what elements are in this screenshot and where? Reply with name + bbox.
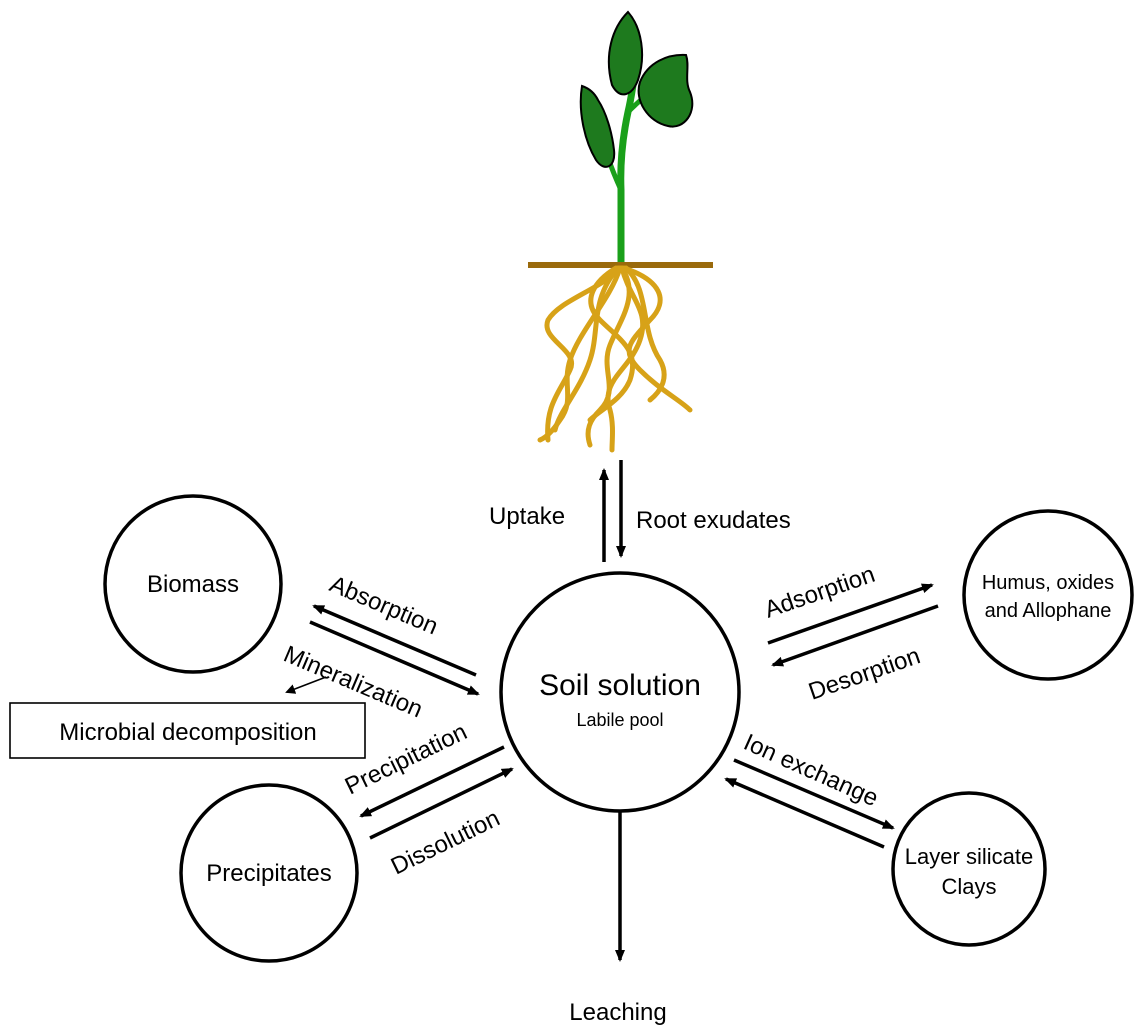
plant-roots bbox=[537, 265, 693, 453]
layer-silicate-clays-node: Layer silicate Clays bbox=[891, 791, 1047, 947]
dissolution-arrow bbox=[369, 767, 514, 840]
leaf-right bbox=[637, 53, 694, 128]
plant-illustration bbox=[528, 10, 713, 453]
leaching-label: Leaching bbox=[569, 999, 666, 1026]
precipitates-label: Precipitates bbox=[206, 860, 331, 887]
microbial-decomposition-box: Microbial decomposition bbox=[9, 702, 366, 759]
adsorption-label: Adsorption bbox=[761, 561, 878, 624]
adsorption-arrow bbox=[767, 583, 934, 645]
ion-exchange-arrow-in bbox=[724, 777, 885, 849]
humus-label-line1: Humus, oxides bbox=[982, 572, 1114, 594]
leaf-left bbox=[579, 84, 616, 168]
absorption-arrow bbox=[312, 604, 477, 677]
desorption-arrow bbox=[771, 604, 939, 667]
uptake-label: Uptake bbox=[489, 503, 565, 530]
soil-solution-title: Soil solution bbox=[539, 669, 701, 702]
mineralization-arrow bbox=[309, 620, 480, 696]
precipitates-node: Precipitates bbox=[179, 783, 359, 963]
decomposition-arrow bbox=[285, 676, 327, 694]
microbial-decomposition-label: Microbial decomposition bbox=[59, 719, 316, 746]
humus-label-line2: and Allophane bbox=[985, 600, 1112, 622]
root-exudates-label: Root exudates bbox=[636, 507, 791, 534]
precipitation-arrow bbox=[359, 745, 505, 818]
clays-label-line1: Layer silicate bbox=[905, 844, 1033, 869]
soil-solution-node: Soil solution Labile pool bbox=[499, 571, 741, 813]
biomass-node: Biomass bbox=[103, 494, 283, 674]
clays-label-line2: Clays bbox=[941, 874, 996, 899]
ion-exchange-arrow-out bbox=[733, 758, 895, 830]
absorption-label: Absorption bbox=[326, 571, 442, 641]
biomass-label: Biomass bbox=[147, 571, 239, 598]
leaf-top bbox=[607, 10, 644, 96]
desorption-label: Desorption bbox=[805, 642, 924, 705]
labile-pool-subtitle: Labile pool bbox=[576, 710, 663, 730]
dissolution-label: Dissolution bbox=[387, 805, 504, 881]
humus-oxides-allophane-node: Humus, oxides and Allophane bbox=[962, 509, 1134, 681]
